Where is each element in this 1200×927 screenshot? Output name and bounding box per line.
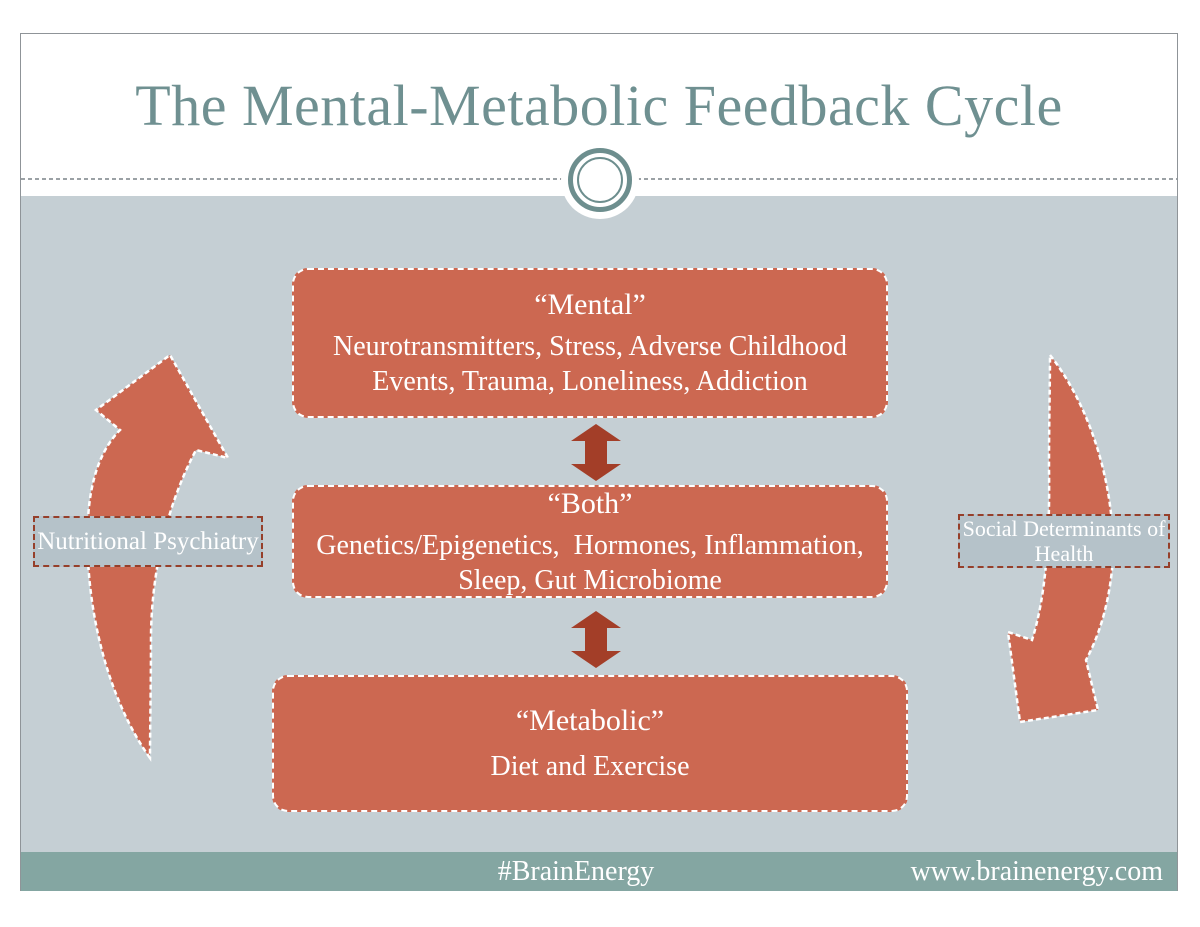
node-mental: “Mental” Neurotransmitters, Stress, Adve… [292, 268, 888, 418]
footer-website: www.brainenergy.com [910, 855, 1163, 887]
footer-bar: #BrainEnergy www.brainenergy.com [21, 852, 1177, 891]
side-label-nutritional-psychiatry: Nutritional Psychiatry [33, 516, 263, 567]
node-mental-body: Neurotransmitters, Stress, Adverse Child… [332, 331, 855, 397]
ornament-inner-ring [577, 157, 623, 203]
side-label-left-text: Nutritional Psychiatry [37, 527, 259, 555]
slide-title: The Mental-Metabolic Feedback Cycle [135, 73, 1063, 138]
footer-hashtag: #BrainEnergy [497, 855, 655, 887]
divider-ornament-circle-icon [561, 141, 639, 219]
side-label-right-text: Social Determinants of Health [962, 515, 1166, 566]
node-metabolic: “Metabolic” Diet and Exercise [272, 675, 908, 812]
side-label-social-determinants: Social Determinants of Health [958, 514, 1170, 568]
node-both-heading: “Both” [547, 486, 633, 520]
node-both: “Both” Genetics/Epigenetics, Hormones, I… [292, 485, 888, 598]
node-both-body: Genetics/Epigenetics, Hormones, Inflamma… [316, 529, 878, 596]
node-mental-heading: “Mental” [534, 288, 646, 321]
node-metabolic-body: Diet and Exercise [490, 751, 690, 782]
ornament-outer-ring [568, 148, 632, 212]
node-metabolic-heading: “Metabolic” [515, 704, 665, 737]
